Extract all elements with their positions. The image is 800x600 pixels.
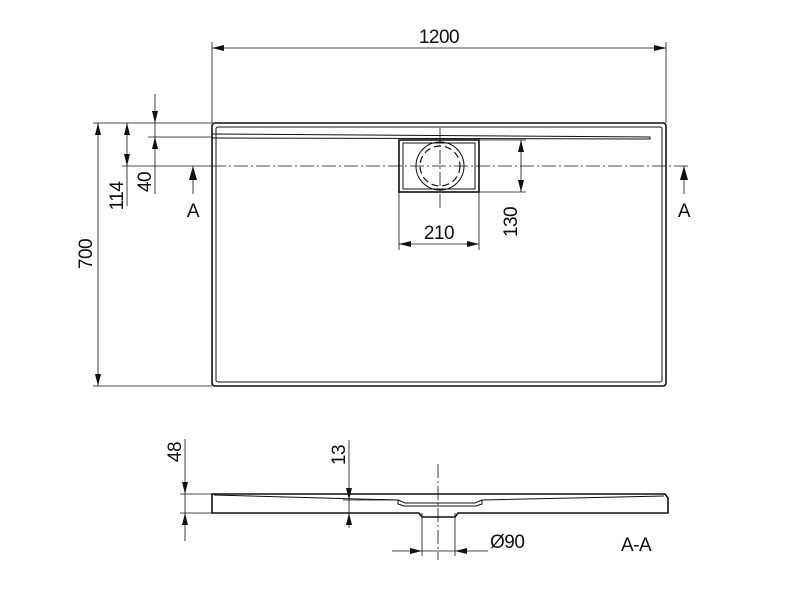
section-view: 48 13 Ø90 A-A bbox=[165, 439, 669, 560]
section-mark-right: A bbox=[678, 201, 691, 222]
dim-label-diameter: Ø90 bbox=[490, 532, 524, 553]
arrow bbox=[212, 45, 224, 51]
section-profile bbox=[211, 493, 669, 518]
section-title: A-A bbox=[621, 535, 652, 556]
section-mark-left: A bbox=[187, 201, 200, 222]
arrow bbox=[95, 123, 101, 135]
arrow bbox=[182, 513, 188, 525]
tray-outline bbox=[211, 122, 667, 387]
arrow bbox=[455, 548, 467, 554]
arrow bbox=[518, 140, 524, 152]
drain-channel-line bbox=[211, 133, 651, 140]
tray-inner-outline bbox=[215, 126, 663, 383]
section-slope-line bbox=[213, 494, 665, 504]
section-arrow-left-head bbox=[189, 166, 197, 180]
plan-view: 1200 700 114 40 A A 210 130 bbox=[76, 27, 691, 387]
arrow bbox=[124, 123, 130, 135]
drain-box-inner bbox=[402, 142, 476, 190]
section-drain-recess bbox=[397, 500, 483, 507]
arrow bbox=[654, 45, 666, 51]
arrow bbox=[346, 513, 352, 525]
arrow bbox=[182, 482, 188, 494]
dim-label-depth: 700 bbox=[76, 239, 97, 269]
section-arrow-right-head bbox=[680, 166, 688, 180]
dim-label-13: 13 bbox=[329, 445, 350, 465]
arrow bbox=[467, 241, 479, 247]
arrow bbox=[518, 180, 524, 192]
arrow bbox=[124, 154, 130, 166]
arrow bbox=[152, 137, 158, 149]
arrow bbox=[410, 548, 422, 554]
dim-label-114: 114 bbox=[107, 181, 128, 211]
dim-label-48: 48 bbox=[165, 442, 186, 462]
arrow bbox=[95, 374, 101, 386]
dim-label-40: 40 bbox=[135, 172, 156, 192]
dim-label-130: 130 bbox=[501, 207, 522, 237]
arrow bbox=[399, 241, 411, 247]
arrow bbox=[346, 488, 352, 500]
arrow bbox=[152, 111, 158, 123]
dim-label-210: 210 bbox=[424, 223, 454, 244]
dim-label-width: 1200 bbox=[419, 27, 459, 48]
